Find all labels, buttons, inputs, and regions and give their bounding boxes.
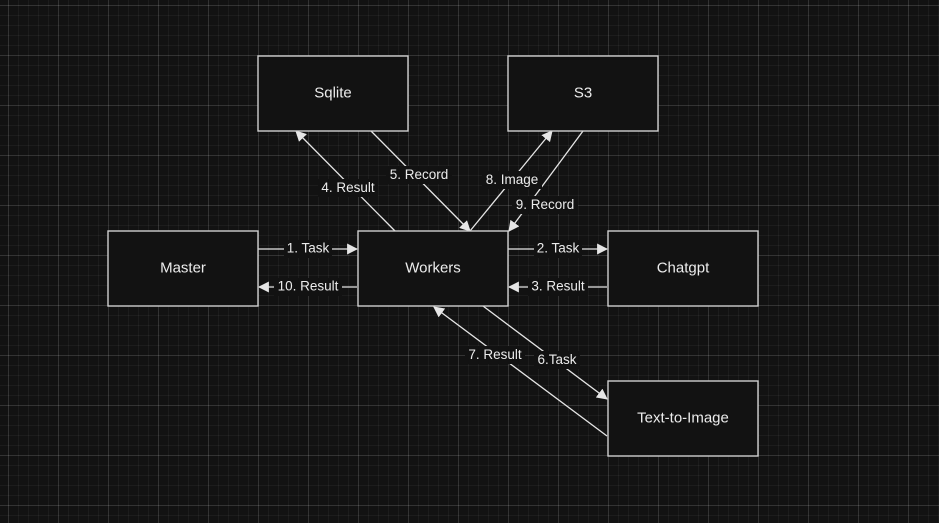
- node-s3-label: S3: [574, 84, 592, 101]
- node-text-to-image[interactable]: Text-to-Image: [607, 380, 759, 457]
- node-sqlite[interactable]: Sqlite: [257, 55, 409, 132]
- node-s3[interactable]: S3: [507, 55, 659, 132]
- node-chatgpt-label: Chatgpt: [657, 259, 710, 276]
- edge-label-text: 8. Image: [486, 172, 539, 187]
- edge-label-text: 4. Result: [321, 180, 375, 195]
- edge-label-1-task: 1. Task: [284, 240, 332, 258]
- edge-label-6-task: 6.Task: [534, 351, 580, 369]
- edge-label-text: 2. Task: [537, 241, 580, 256]
- edge-label-7-result: 7. Result: [465, 346, 525, 364]
- edge-label-5-record: 5. Record: [386, 166, 452, 184]
- edge-label-text: 10. Result: [278, 279, 339, 294]
- edge-label-text: 9. Record: [516, 197, 575, 212]
- node-master[interactable]: Master: [107, 230, 259, 307]
- edge-text-to-image-to-workers[interactable]: [433, 306, 608, 437]
- edge-label-text: 1. Task: [287, 241, 330, 256]
- node-text-to-image-label: Text-to-Image: [637, 409, 729, 426]
- edge-label-text: 5. Record: [390, 167, 449, 182]
- node-master-label: Master: [160, 259, 206, 276]
- edge-label-10-result: 10. Result: [274, 278, 342, 296]
- edge-label-2-task: 2. Task: [534, 240, 582, 258]
- edge-label-text: 3. Result: [531, 279, 585, 294]
- edge-label-4-result: 4. Result: [318, 179, 378, 197]
- edge-label-text: 7. Result: [468, 347, 522, 362]
- edge-label-9-record: 9. Record: [512, 196, 578, 214]
- edge-label-8-image: 8. Image: [482, 171, 542, 189]
- node-sqlite-label: Sqlite: [314, 84, 352, 101]
- edge-label-text: 6.Task: [537, 352, 576, 367]
- edge-label-3-result: 3. Result: [528, 278, 588, 296]
- node-chatgpt[interactable]: Chatgpt: [607, 230, 759, 307]
- node-workers-label: Workers: [405, 259, 461, 276]
- node-workers[interactable]: Workers: [357, 230, 509, 307]
- edge-s3-to-workers[interactable]: [508, 130, 584, 232]
